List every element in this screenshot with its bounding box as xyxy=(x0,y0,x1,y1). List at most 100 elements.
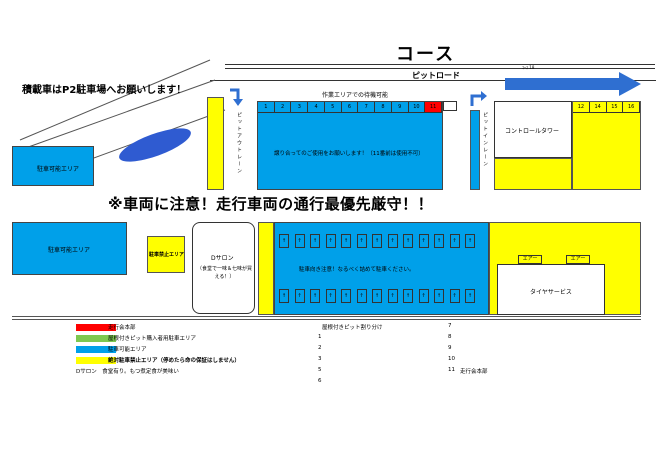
legend-right-last-label: 走行会本部 xyxy=(460,369,488,375)
legend-label: 絶対駐車禁止エリア（停めたら命の保証はしません） xyxy=(108,358,240,364)
parking-line-request: 駐車向き注意！なるべく詰めて駐車ください。 xyxy=(299,267,415,273)
parking-stall: ↑ xyxy=(341,234,351,248)
legend-right-number: 10 xyxy=(448,356,455,362)
parking-stall: ↑ xyxy=(279,234,289,248)
legend-swatch xyxy=(76,324,116,331)
tire-service-label: タイヤサービス xyxy=(530,289,572,296)
control-tower-label: コントロールタワー xyxy=(505,128,560,135)
pit-7: 7 xyxy=(358,102,376,112)
parking-stall: ↑ xyxy=(356,289,367,303)
parking-stall: ↑ xyxy=(403,234,413,248)
pit-out-arrow-icon xyxy=(230,88,243,106)
legend-swatch xyxy=(76,335,116,342)
parking-stall: ↑ xyxy=(434,234,444,248)
air-right: エアー xyxy=(566,255,590,264)
parking-stall: ↑ xyxy=(325,234,336,248)
legend-swatch xyxy=(76,346,116,353)
pit-5: 5 xyxy=(325,102,342,112)
no-parking-area-small: 駐車禁止エリア xyxy=(147,236,185,273)
parking-stall: ↑ xyxy=(387,234,398,248)
tire-service: タイヤサービス xyxy=(497,264,605,315)
course-tag: ｺｰｽ 18 xyxy=(522,65,535,70)
work-area-label: 作業エリアでの待機可能 xyxy=(322,92,389,99)
parking-stall: ↑ xyxy=(418,289,429,303)
parking-stall: ↑ xyxy=(294,234,305,248)
pit-4: 4 xyxy=(308,102,325,112)
pit-road-label: ピットロード xyxy=(412,71,460,80)
legend-mid-number: 6 xyxy=(318,378,322,384)
stall-row-top: ↑↑↑↑↑↑↑↑↑↑↑↑↑ xyxy=(279,234,479,248)
parking-stall: ↑ xyxy=(341,289,351,303)
air-left: エアー xyxy=(518,255,542,264)
parking-stall: ↑ xyxy=(434,289,444,303)
legend-right-number: 11 xyxy=(448,367,455,373)
pit-12: 12 xyxy=(573,102,590,112)
parking-stall: ↑ xyxy=(372,234,382,248)
pit-spare-white xyxy=(443,101,457,111)
no-parking-strip-left-top xyxy=(207,97,224,190)
parking-stall: ↑ xyxy=(325,289,336,303)
legend-label: 駐車可能エリア xyxy=(108,347,147,353)
parking-stall: ↑ xyxy=(310,234,320,248)
pit-road-line xyxy=(210,80,656,81)
course-direction-arrow-icon xyxy=(505,72,641,96)
pit-in-arrow-icon xyxy=(470,91,487,106)
legend-right-number: 7 xyxy=(448,323,452,329)
parking-stall: ↑ xyxy=(387,289,398,303)
parking-area-bottom: 駐車可能エリア xyxy=(12,222,127,275)
air-left-label: エアー xyxy=(522,256,538,262)
legend-right-number: 8 xyxy=(448,334,452,340)
parking-stall: ↑ xyxy=(465,289,475,303)
parking-stall: ↑ xyxy=(294,289,305,303)
legend-mid-number: 2 xyxy=(318,345,322,351)
pit-3: 3 xyxy=(291,102,309,112)
course-line xyxy=(225,64,655,69)
stall-row-bottom: ↑↑↑↑↑↑↑↑↑↑↑↑↑ xyxy=(279,289,479,303)
legend-mid-title: 屋根付きピット割り分け xyxy=(322,325,383,331)
pit-1: 1 xyxy=(258,102,275,112)
no-parking-label: 駐車禁止エリア xyxy=(149,252,185,258)
pit-out-lane-label: ピットアウトレーン xyxy=(236,112,242,175)
air-right-label: エアー xyxy=(570,256,586,262)
pit-10: 10 xyxy=(409,102,426,112)
legend-mid-number: 1 xyxy=(318,334,322,340)
legend-mid-number: 5 xyxy=(318,367,322,373)
parking-stall: ↑ xyxy=(418,234,429,248)
pit-merge-request: 譲り合ってのご使用をお願いします！（11番前は使用不可） xyxy=(274,151,424,157)
legend-label: 屋根付きピット購入者用駐車エリア xyxy=(108,336,197,342)
pit-15: 15 xyxy=(607,102,624,112)
no-parking-strip-mid xyxy=(258,222,274,315)
pit-14: 14 xyxy=(590,102,607,112)
parking-stall: ↑ xyxy=(449,234,460,248)
priority-warning: ※車両に注意！走行車両の通行最優先厳守！！ xyxy=(108,195,434,213)
parking-stall: ↑ xyxy=(403,289,413,303)
parking-area-bottom-label: 駐車可能エリア xyxy=(48,247,91,254)
parking-stall: ↑ xyxy=(372,289,382,303)
d-salon-desc: （食堂で一味＆七味が買える！） xyxy=(196,266,252,280)
course-title: コース xyxy=(396,44,456,65)
legend-right-number: 9 xyxy=(448,345,452,351)
pit-8: 8 xyxy=(375,102,392,112)
parking-area-top-label: 駐車可能エリア xyxy=(37,166,80,173)
pit-11: 11 xyxy=(425,102,442,112)
loader-notice: 積載車はP2駐車場へお願いします！ xyxy=(22,85,187,96)
d-salon-title: Dサロン xyxy=(211,255,234,262)
parking-stall: ↑ xyxy=(465,234,475,248)
pit-6: 6 xyxy=(342,102,359,112)
legend-swatch xyxy=(76,357,116,364)
no-parking-area-right-top-lower xyxy=(494,158,572,190)
parking-area-top: 駐車可能エリア xyxy=(12,146,94,186)
bottom-boundary-line xyxy=(12,316,641,320)
pit-9: 9 xyxy=(392,102,409,112)
control-tower: コントロールタワー xyxy=(494,101,572,158)
pit-in-lane-label: ピットインレーン xyxy=(482,112,488,168)
stall-parking-block: ↑ ↑ ↑ ↑ ↑ ↑ ↑ ↑ ↑ ↑ ↑ ↑ ↑ 駐車向き注意！なるべく詰めて駐車ください。 ↑ ↑ ↑ ↑… xyxy=(274,222,489,315)
legend-label: 走行会本部 xyxy=(108,325,136,331)
parking-stall: ↑ xyxy=(279,289,289,303)
legend-mid-number: 3 xyxy=(318,356,322,362)
pit-2: 2 xyxy=(275,102,292,112)
